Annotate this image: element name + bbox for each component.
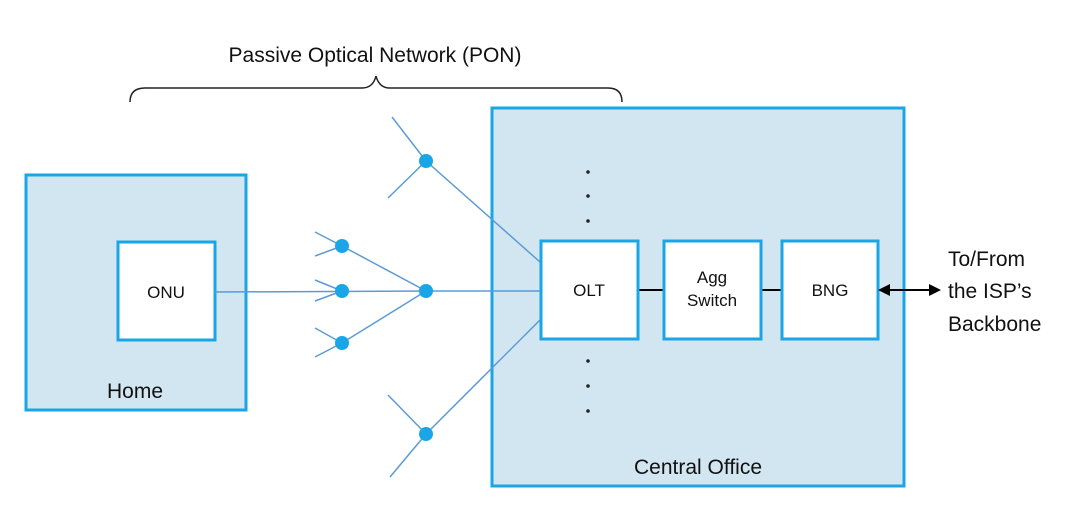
onu-box — [116, 240, 217, 342]
home-label: Home — [107, 380, 163, 403]
olt-ellipsis-bottom — [586, 359, 590, 413]
splitter-dot — [335, 336, 349, 350]
agg-switch-label-line2: Switch — [687, 291, 737, 310]
splitter-dot — [419, 154, 433, 168]
backbone-label-line2: the ISP’s — [948, 280, 1032, 303]
agg-switch-label-line1: Agg — [697, 268, 727, 287]
agg-switch-box — [662, 239, 763, 341]
splitter-dot — [419, 427, 433, 441]
splitter-dot — [419, 284, 433, 298]
olt-ellipsis-top — [586, 170, 590, 223]
bng-box — [780, 239, 880, 341]
pon-brace — [129, 75, 623, 103]
olt-box — [539, 239, 640, 341]
backbone-label-line1: To/From — [948, 248, 1025, 271]
backbone-label-line3: Backbone — [948, 313, 1041, 336]
splitters — [335, 154, 433, 441]
olt-label: OLT — [573, 281, 605, 300]
pon-title: Passive Optical Network (PON) — [229, 44, 522, 67]
splitter-dot — [335, 284, 349, 298]
central-office-label: Central Office — [634, 456, 762, 479]
onu-label: ONU — [147, 283, 185, 302]
backbone-arrow — [878, 284, 941, 296]
splitter-dot — [335, 239, 349, 253]
bng-label: BNG — [812, 281, 849, 300]
